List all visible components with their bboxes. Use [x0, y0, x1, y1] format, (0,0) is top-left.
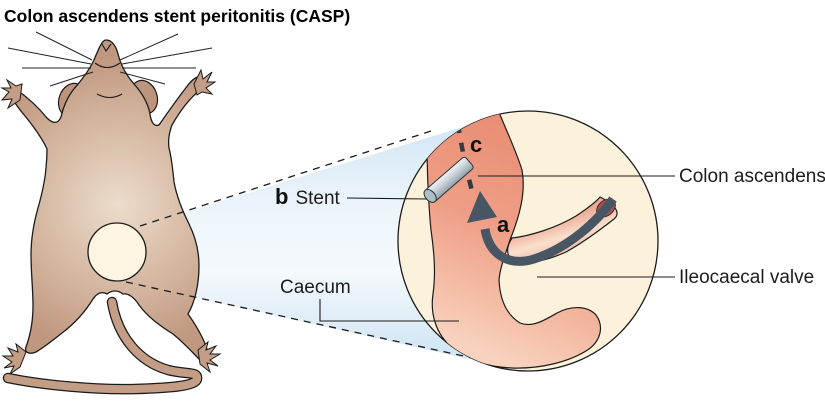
stent-graphic [423, 156, 474, 203]
stent-label-text: Stent [295, 188, 340, 209]
ileocaecal-valve-label: Ileocaecal valve [679, 267, 815, 288]
colon-ascendens-label: Colon ascendens [679, 166, 825, 187]
mouse-illustration [0, 31, 222, 395]
stent-label: b Stent [275, 184, 340, 209]
leader-lines [319, 175, 675, 322]
belly-window [87, 222, 147, 282]
mouse-foot-left [1, 342, 27, 375]
caecum-label: Caecum [280, 277, 351, 298]
flow-arrow [467, 191, 617, 266]
mouse-paw-front-right [193, 68, 217, 96]
magnifier-dashed-lines [125, 130, 478, 360]
mouse-foot-right [197, 340, 222, 374]
figure-title: Colon ascendens stent peritonitis (CASP) [4, 6, 351, 26]
mouse-face-lines [94, 43, 123, 99]
stent-leader [346, 197, 428, 200]
panel-marker-b: b [275, 184, 289, 209]
magnifier-cone [126, 114, 505, 367]
mouse-tail-fill [4, 298, 201, 394]
mouse-whiskers [7, 31, 213, 87]
mouse-paw-front-left [0, 78, 23, 110]
panel-marker-c: c [470, 132, 483, 157]
caecum-leader [319, 299, 459, 322]
panel-marker-a: a [497, 212, 510, 237]
